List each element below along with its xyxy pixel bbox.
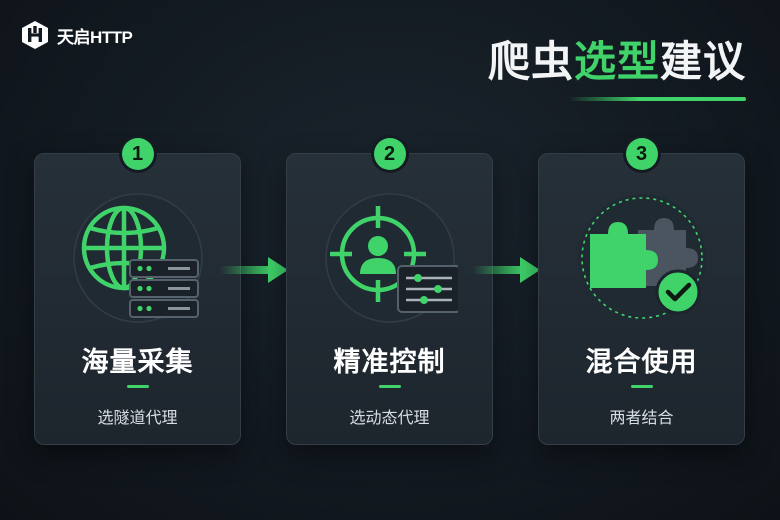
- card-subtitle: 选隧道代理: [97, 408, 178, 427]
- card-hybrid-use: 3 混合使用 两者结合: [538, 138, 745, 445]
- title-part-2: 选型: [573, 37, 660, 86]
- title-part-3: 建议: [659, 37, 746, 86]
- arrow-right-icon: [472, 257, 540, 283]
- step-badge: 2: [373, 138, 406, 170]
- step-badge: 3: [625, 138, 658, 170]
- card-title: 精准控制: [333, 347, 446, 378]
- brand-logo: 天启HTTP: [20, 20, 133, 50]
- card-title: 海量采集: [81, 347, 194, 378]
- card-precise-control: 2 精准控制 选动态代理: [286, 138, 493, 445]
- card-subtitle: 两者结合: [609, 408, 674, 427]
- step-badge: 1: [121, 138, 154, 170]
- hexagon-h-logo-icon: [22, 21, 48, 49]
- arrow-right-icon: [220, 257, 288, 283]
- title-part-1: 爬虫: [487, 37, 574, 86]
- title-underline: [568, 97, 746, 101]
- page-title: 爬虫选型建议: [488, 36, 746, 88]
- card-divider: [630, 385, 653, 388]
- target-user-sliders-icon: [324, 193, 458, 323]
- puzzle-check-icon: [577, 194, 706, 322]
- card-divider: [378, 385, 401, 388]
- brand-name: 天启HTTP: [57, 27, 133, 47]
- globe-server-icon: [72, 193, 203, 323]
- card-divider: [126, 385, 149, 388]
- card-title: 混合使用: [585, 347, 698, 378]
- card-subtitle: 选动态代理: [349, 408, 430, 427]
- card-mass-collection: 1 海量采集 选隧道代理: [34, 138, 241, 445]
